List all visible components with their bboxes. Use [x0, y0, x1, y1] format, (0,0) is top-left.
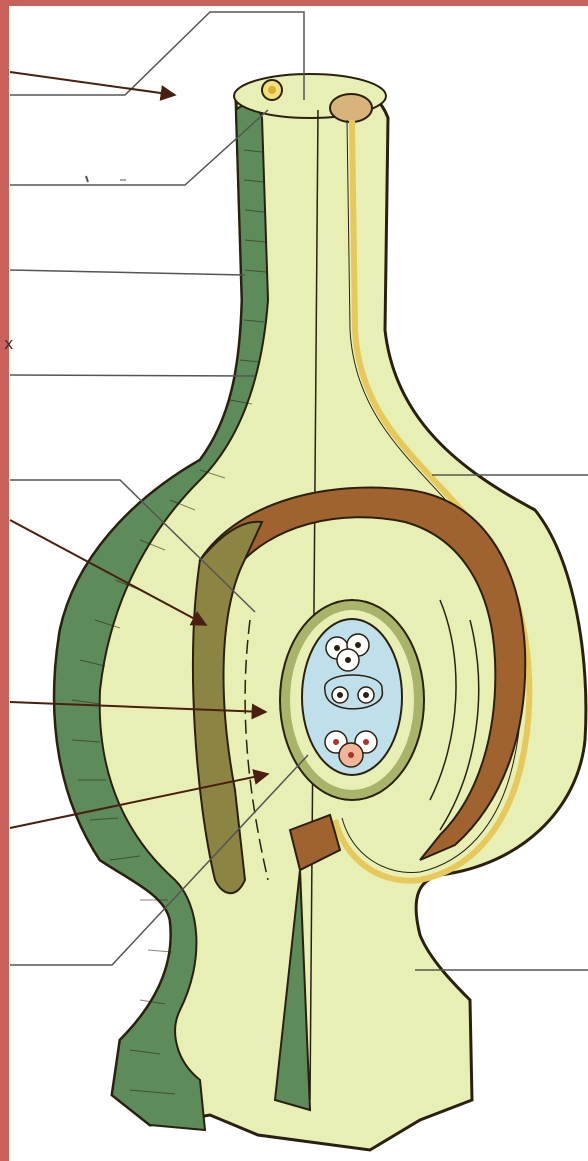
arrow-1	[10, 72, 175, 95]
pollen-grain-nucleus	[268, 86, 276, 94]
left-frame-border	[0, 0, 9, 1161]
top-frame-border	[0, 0, 588, 6]
leader-2	[10, 110, 268, 185]
leader-4	[10, 375, 255, 376]
stray-mark: x	[4, 334, 13, 353]
pollen-grain	[330, 94, 372, 122]
stray-tick-1	[86, 176, 88, 182]
leader-3	[10, 270, 245, 275]
